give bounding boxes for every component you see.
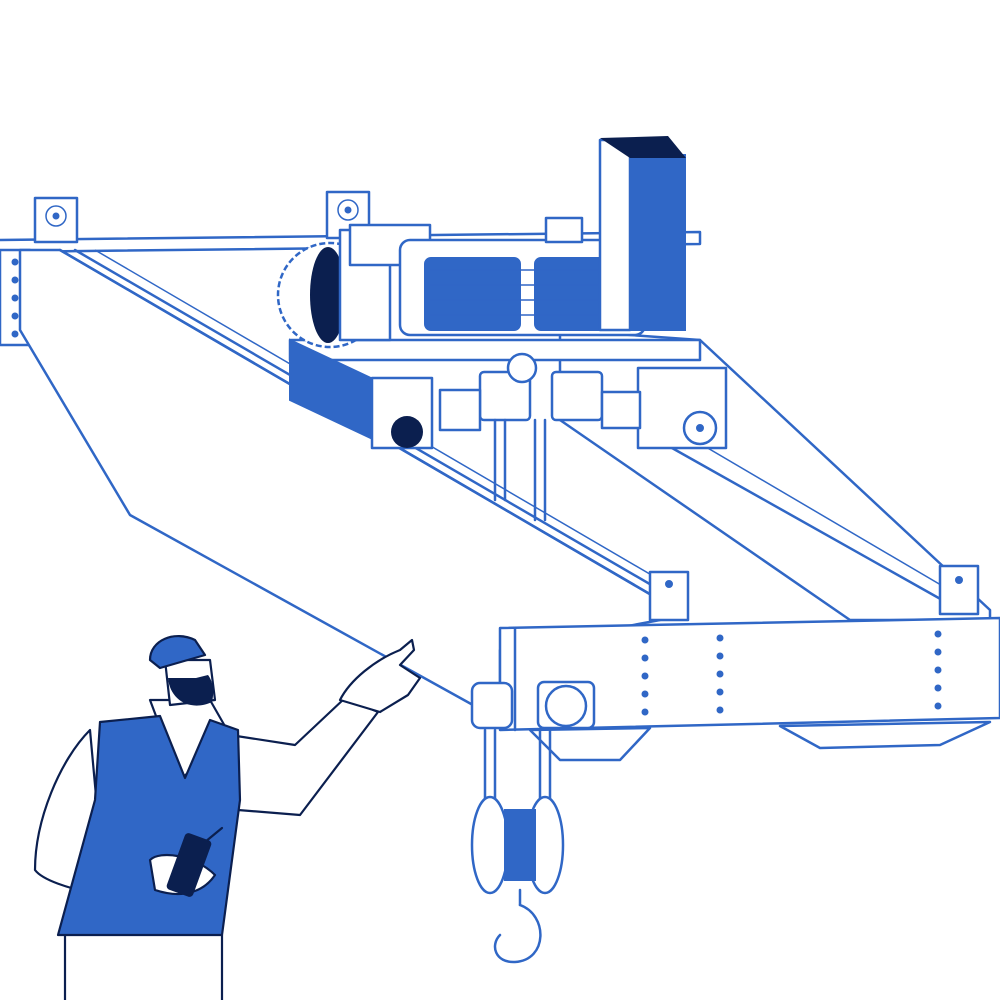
trolley-motors	[438, 352, 642, 432]
end-truck-wheel-front	[648, 564, 980, 622]
front-end-truck	[470, 616, 1000, 762]
hoist-ropes	[493, 418, 547, 522]
right-main-girder	[558, 328, 992, 622]
trolley-frame	[288, 338, 728, 450]
gear-wheel	[276, 223, 432, 349]
end-truck-wheel-left	[33, 190, 371, 244]
electrical-cabinet	[598, 136, 686, 332]
worker	[33, 635, 422, 1000]
hook-block	[470, 728, 565, 964]
